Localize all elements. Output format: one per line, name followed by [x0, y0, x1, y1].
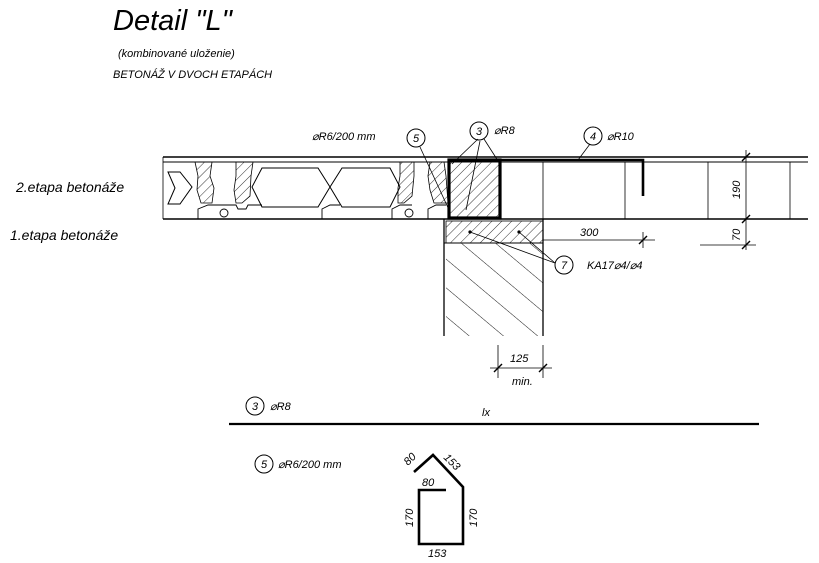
bar5-number: 5: [261, 459, 268, 471]
bar5-seg-170-left: 170: [404, 508, 416, 527]
stage1-label: 1.etapa betonáže: [10, 227, 118, 243]
callout-7-circle: [554, 255, 574, 275]
dim-300: 300: [580, 227, 599, 239]
dim-70: 70: [731, 228, 743, 241]
slab-right-cells: [499, 162, 791, 219]
drawing-title: Detail "L": [113, 5, 234, 37]
bar3-number: 3: [252, 401, 259, 413]
ceiling-hollow-blocks: [167, 161, 449, 219]
callout-leaders: [419, 138, 591, 264]
dim-min: min.: [512, 376, 533, 388]
dimension-lines: [490, 150, 756, 378]
bar3-circle: [245, 396, 265, 416]
callout-3-circle: [469, 121, 489, 141]
bar5-circle: [254, 454, 274, 474]
bar5-seg-153-top: 153: [441, 452, 463, 474]
dim-125: 125: [510, 353, 529, 365]
bar5-seg-170-right: 170: [468, 508, 480, 527]
drawing-subtitle: (kombinované uloženie): [118, 48, 235, 60]
callout-5-circle: [406, 128, 426, 148]
callout-3-number: 3: [476, 126, 483, 138]
drawing-subtitle-2: BETONÁŽ V DVOCH ETAPÁCH: [113, 68, 272, 81]
callout-4-number: 4: [590, 131, 596, 143]
callout-5-text: ⌀R6/200 mm: [312, 131, 375, 143]
bar5-text: ⌀R6/200 mm: [278, 459, 341, 471]
bar5-shape: [413, 453, 465, 546]
bar5-seg-80-inner: 80: [422, 477, 435, 489]
bar5-seg-153-bottom: 153: [428, 548, 447, 560]
bearing-wall: [443, 219, 544, 336]
stage2-label: 2.etapa betonáže: [15, 179, 124, 195]
bar3-length: lx: [482, 407, 490, 419]
callout-4-circle: [583, 126, 603, 146]
callout-5-number: 5: [413, 133, 420, 145]
callout-3-text: ⌀R8: [494, 125, 516, 137]
rebar-4: [498, 158, 645, 196]
callout-7-text: KA17⌀4/⌀4: [587, 260, 642, 272]
bar3-text: ⌀R8: [270, 401, 292, 413]
callout-7-number: 7: [561, 260, 568, 272]
dim-190: 190: [731, 180, 743, 199]
callout-4-text: ⌀R10: [607, 131, 635, 143]
bar5-seg-80-hook: 80: [402, 450, 420, 468]
